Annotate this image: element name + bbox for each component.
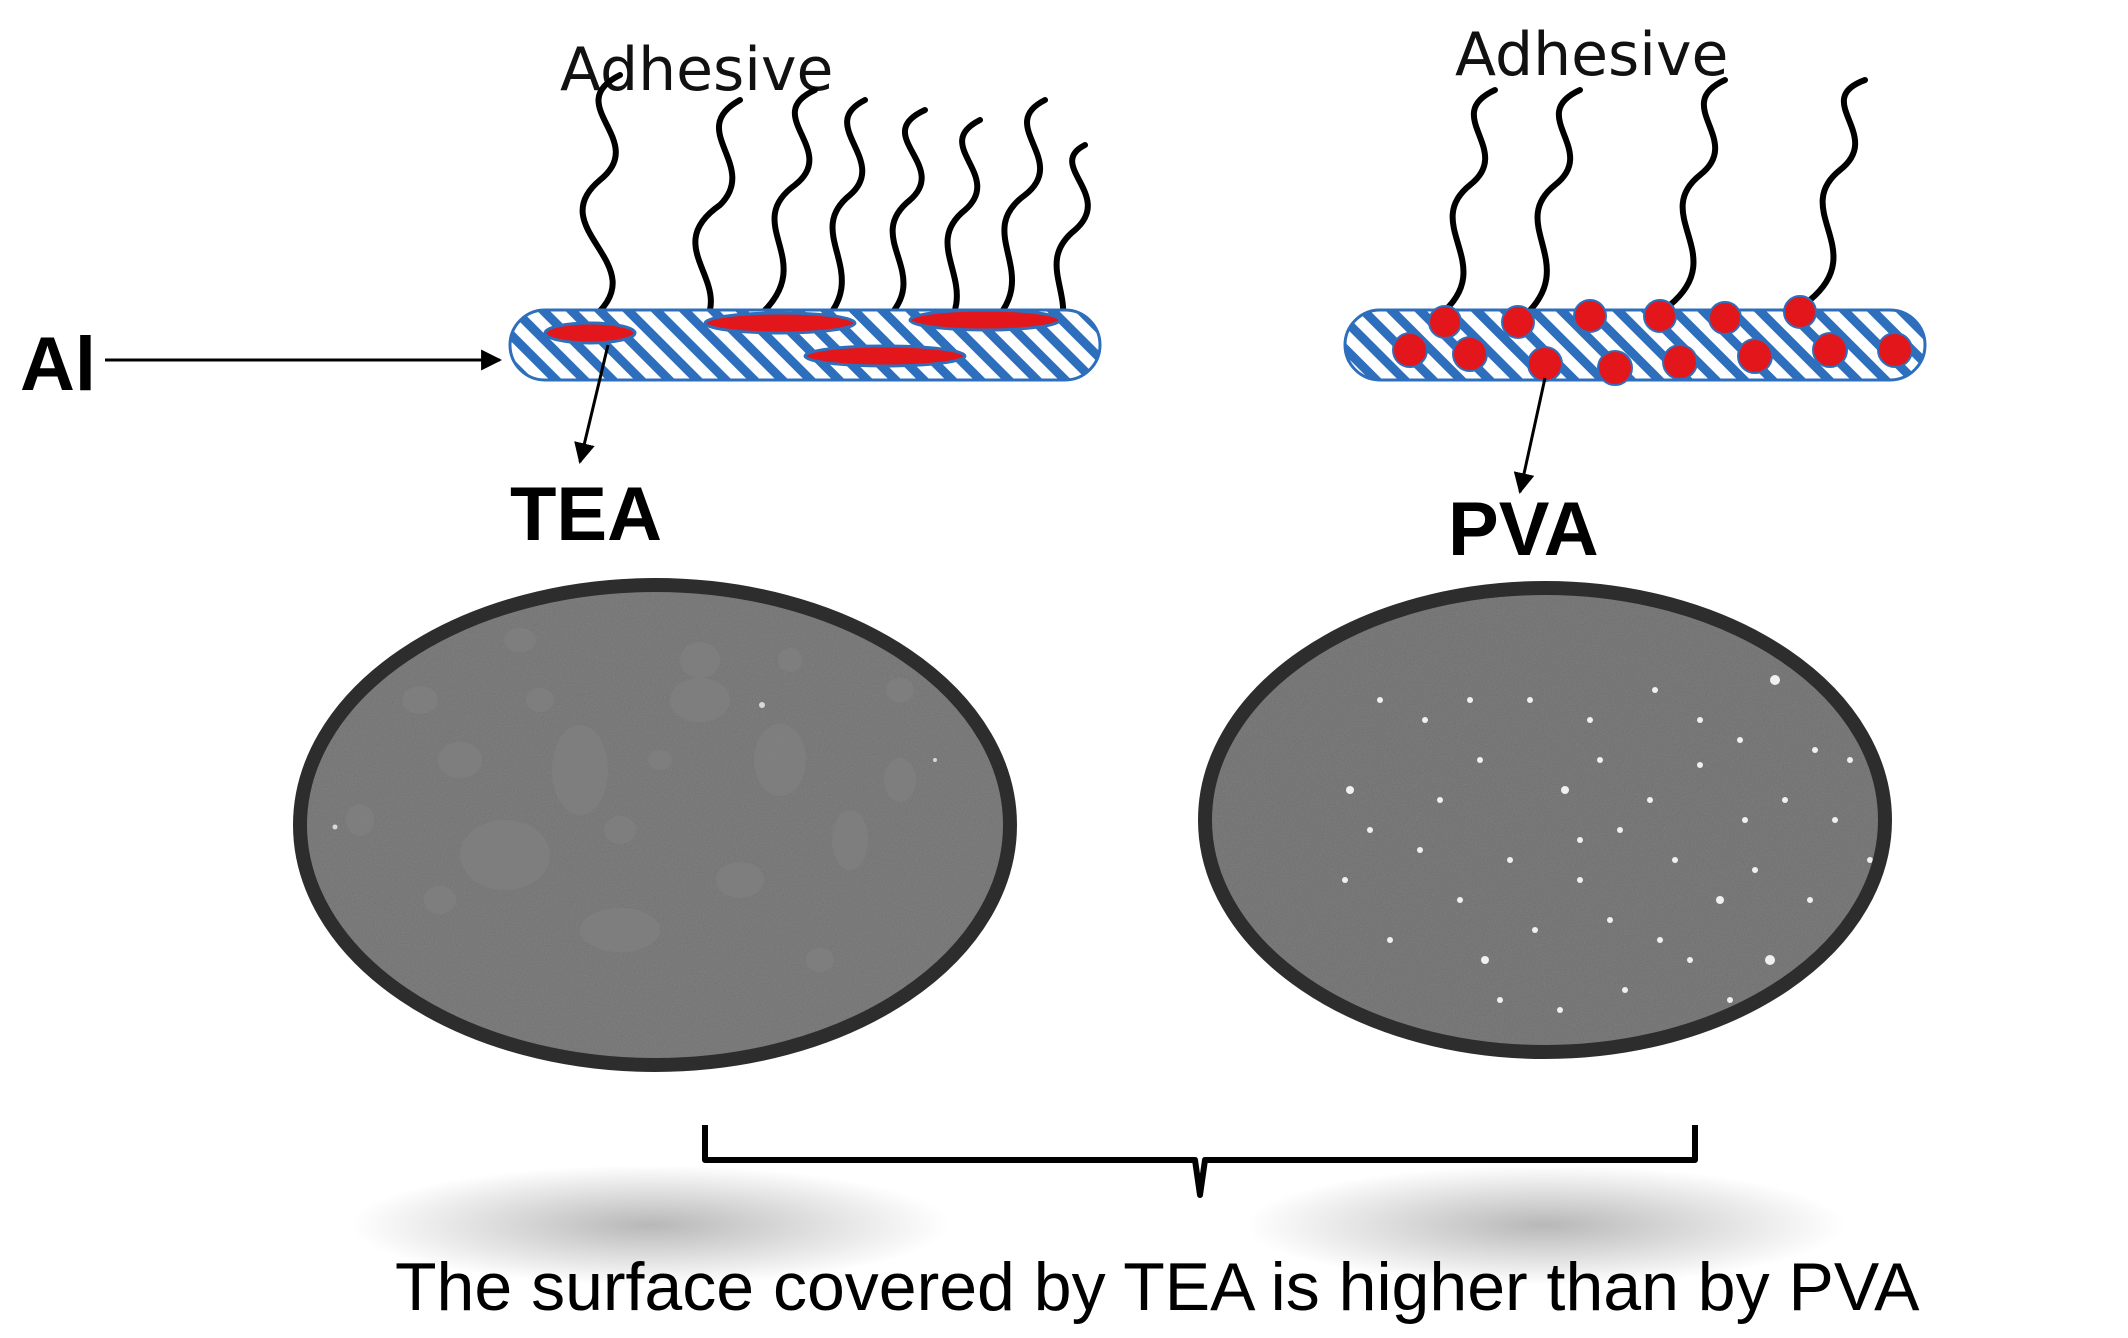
tea-highlights xyxy=(332,702,937,830)
right-shadow xyxy=(1245,1165,1845,1285)
tea-arrow xyxy=(574,344,610,465)
al-substrate-left xyxy=(508,308,1102,382)
tea-film-2 xyxy=(703,311,857,335)
adhesive-label-left: Adhesive xyxy=(560,35,833,105)
tea-film-3 xyxy=(908,308,1062,332)
conclusion-caption: The surface covered by TEA is higher tha… xyxy=(395,1249,1920,1325)
tea-film-1 xyxy=(543,321,637,345)
pva-micrograph xyxy=(1198,581,1892,1059)
tea-film-4 xyxy=(803,344,967,368)
tea-schematic: Adhesive Al TEA xyxy=(20,35,1102,557)
left-shadow xyxy=(350,1165,950,1285)
al-substrate-right xyxy=(1343,295,1927,386)
al-label: Al xyxy=(20,322,96,407)
tea-domains xyxy=(346,628,916,972)
pva-schematic: Adhesive xyxy=(1343,20,1927,572)
adhesive-label-right: Adhesive xyxy=(1455,20,1728,90)
tea-label: TEA xyxy=(510,472,662,557)
adhesive-chains-right xyxy=(1437,77,1868,323)
pva-label: PVA xyxy=(1448,487,1599,572)
pva-particles xyxy=(1392,295,1913,386)
tea-micrograph xyxy=(293,578,1017,1072)
comparison-brace xyxy=(702,1125,1698,1198)
pva-dots xyxy=(1342,675,1873,1013)
pva-arrow xyxy=(1513,377,1547,495)
